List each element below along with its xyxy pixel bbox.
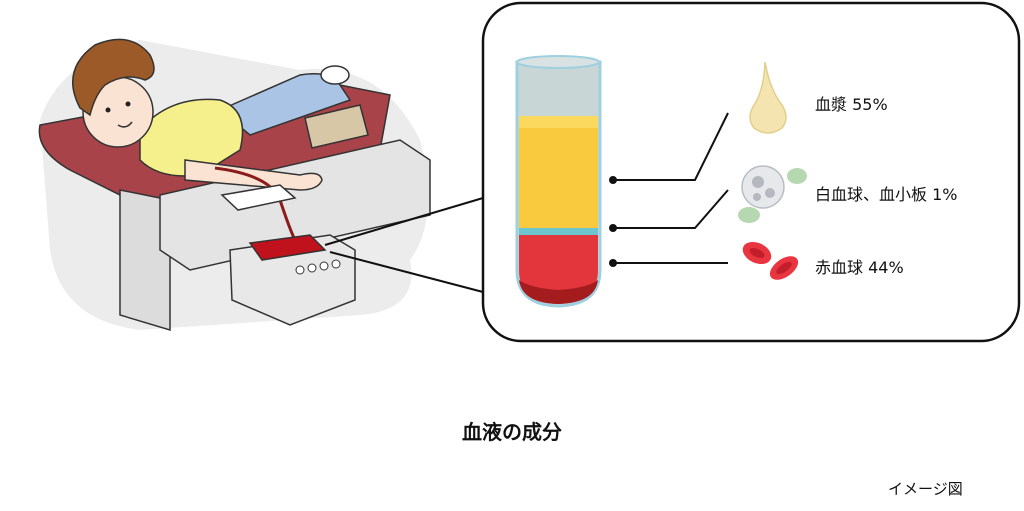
plasma-dot: [609, 176, 617, 184]
plasma-label: 血漿 55%: [815, 95, 888, 114]
pillow: [304, 104, 369, 149]
image-note: イメージ図: [888, 480, 963, 498]
blood-bag-icon: [248, 234, 327, 261]
rbc-dot: [609, 259, 617, 267]
diagram-title: 血液の成分: [462, 420, 562, 444]
white-cell-platelet-label: 白血球、血小板 1%: [815, 185, 958, 204]
red-cell-label: 赤血球 44%: [815, 258, 904, 277]
callout-pointer-top: [324, 197, 484, 246]
donor-hair: [72, 38, 155, 117]
plasma-layer: [519, 116, 598, 228]
red-blood-cell-icon: [742, 241, 799, 280]
donor-shirt: [139, 98, 244, 177]
chair-base: [119, 189, 171, 332]
donor-eye: [105, 107, 111, 113]
bed-side: [159, 139, 431, 271]
sediment: [519, 280, 598, 304]
white-cell-platelet-icon: [738, 165, 807, 223]
donor-shoe: [320, 65, 350, 85]
donor-eye: [125, 101, 131, 107]
red-cell-layer: [519, 235, 598, 304]
wbc-dot: [609, 224, 617, 232]
machine-buttons: [295, 259, 341, 275]
plasma-leader-line: [613, 112, 729, 181]
plasma-surface: [519, 116, 598, 128]
test-tube-icon: [515, 55, 602, 308]
tube-rim: [516, 55, 600, 69]
buffy-coat-layer: [519, 228, 598, 235]
callout-pointer-bottom: [329, 251, 484, 293]
arm-pad: [220, 184, 297, 211]
plasma-drop-icon: [749, 61, 787, 134]
donor-mouth: [117, 121, 133, 128]
wbc-leader-line: [613, 189, 729, 229]
